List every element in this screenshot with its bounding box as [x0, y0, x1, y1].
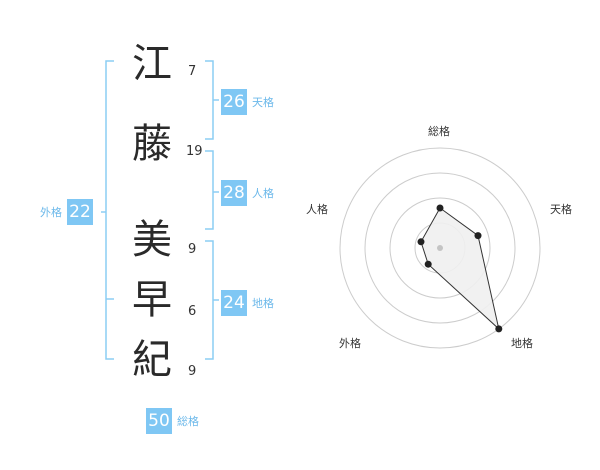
radar-axis-label-soukaku: 総格	[428, 125, 450, 138]
radar-axis-label-chikaku: 地格	[511, 337, 533, 350]
radar-point-5	[417, 238, 425, 246]
bracket-jinkaku	[205, 150, 214, 230]
name-char-3: 美	[132, 217, 172, 263]
chikaku-label: 地格	[252, 297, 274, 310]
soukaku-label: 総格	[177, 415, 199, 428]
gaikaku-value: 22	[67, 199, 93, 225]
jinkaku-badge: 28 人格	[221, 180, 274, 206]
name-char-4: 早	[132, 277, 172, 323]
radar-axis-label-gaikaku: 外格	[339, 337, 361, 350]
radar-point-2	[474, 232, 482, 240]
tenkaku-value: 26	[221, 89, 247, 115]
gaikaku-badge: 外格 22	[40, 199, 93, 225]
radar-center-dot	[437, 245, 443, 251]
radar-point-4	[424, 260, 432, 268]
name-char-2: 藤	[132, 121, 172, 167]
soukaku-value: 50	[146, 408, 172, 434]
stroke-count-4: 6	[188, 304, 197, 319]
name-char-1: 江	[132, 41, 172, 87]
radar-axis-label-jinkaku: 人格	[306, 203, 328, 216]
radar-point-3	[495, 325, 503, 333]
radar-axis-label-tenkaku: 天格	[550, 203, 572, 216]
radar-ring-2	[389, 197, 491, 299]
stroke-count-2: 19	[186, 144, 203, 159]
tenkaku-badge: 26 天格	[221, 89, 274, 115]
radar-value-polygon	[420, 207, 500, 331]
soukaku-badge: 50 総格	[146, 408, 199, 434]
stroke-count-5: 9	[188, 364, 197, 379]
gaikaku-label: 外格	[40, 206, 62, 219]
chikaku-badge: 24 地格	[221, 290, 274, 316]
stroke-count-1: 7	[188, 64, 197, 79]
stroke-count-3: 9	[188, 242, 197, 257]
name-char-5: 紀	[132, 337, 172, 383]
radar-ring-4	[339, 147, 541, 349]
jinkaku-label: 人格	[252, 187, 274, 200]
radar-point-1	[436, 204, 444, 212]
jinkaku-value: 28	[221, 180, 247, 206]
chikaku-value: 24	[221, 290, 247, 316]
bracket-gaikaku	[105, 60, 114, 360]
radar-ring-3	[364, 172, 516, 324]
tenkaku-label: 天格	[252, 96, 274, 109]
